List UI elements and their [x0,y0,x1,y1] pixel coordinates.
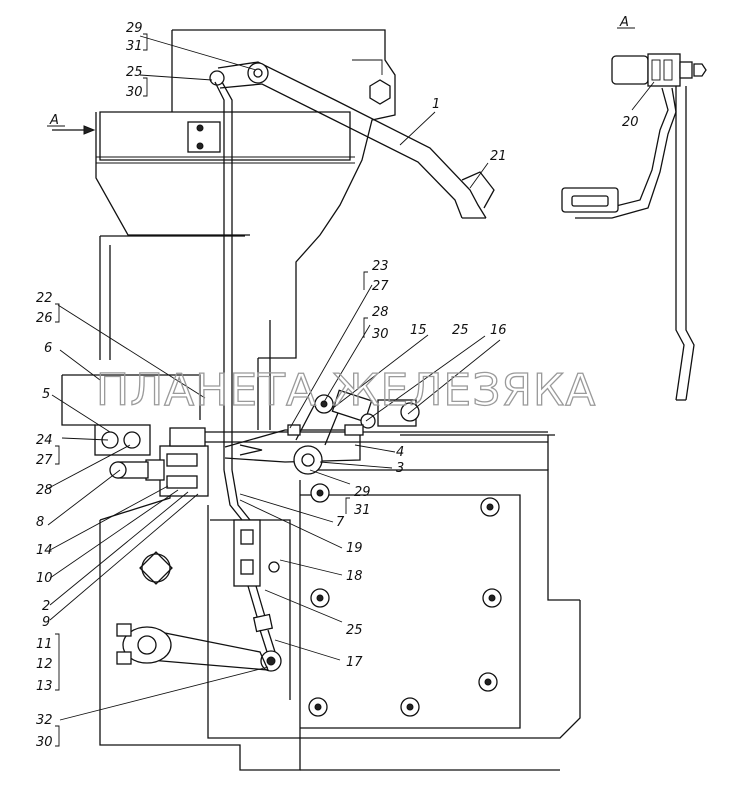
leader-lines [44,35,655,721]
callout-13: 13 [36,679,53,694]
lower-lever [116,623,270,671]
callout-16: 16 [490,323,507,338]
callout-31-mid: 31 [354,503,371,518]
callout-18: 18 [346,569,363,584]
square-plug [139,551,173,585]
callout-26: 26 [36,311,53,326]
view-arrow [52,125,96,135]
callout-25-low: 25 [346,623,363,638]
callout-32: 32 [36,713,53,728]
callout-14: 14 [36,543,53,558]
callout-6: 6 [44,341,52,356]
callout-30-mid: 30 [372,327,389,342]
callout-31-top: 31 [126,39,143,54]
pedal-lever [209,61,495,219]
vertical-rod [214,81,251,521]
callout-2: 2 [42,599,50,614]
callout-8: 8 [36,515,44,530]
callout-25-mid: 25 [452,323,469,338]
callout-22: 22 [36,291,53,306]
callout-1: 1 [432,97,440,112]
callout-3: 3 [396,461,404,476]
engine-housing [95,29,396,360]
callout-4: 4 [396,445,404,460]
view-a-detail [561,53,707,401]
callout-29-mid: 29 [354,485,371,500]
callout-19: 19 [346,541,363,556]
turnbuckle [233,519,282,672]
callout-10: 10 [36,571,53,586]
callout-29-top: 29 [126,21,143,36]
callout-5: 5 [42,387,50,402]
callout-labels: А А 29 31 25 30 1 21 20 23 27 22 26 28 3… [36,15,639,750]
callout-9: 9 [42,615,50,630]
lower-housing [61,374,581,771]
callout-25-top: 25 [126,65,143,80]
callout-24: 24 [36,433,53,448]
callout-20: 20 [622,115,639,130]
callout-7: 7 [336,515,345,530]
callout-12: 12 [36,657,53,672]
callout-17: 17 [346,655,363,670]
plate-nuts [268,483,502,717]
valve-assembly [94,424,209,497]
callout-28-top: 28 [372,305,389,320]
callout-30-top: 30 [126,85,143,100]
callout-30-bottom: 30 [36,735,53,750]
view-marker-right: А [619,15,629,30]
callout-27-a: 27 [372,279,389,294]
callout-23: 23 [372,259,389,274]
view-marker-left: А [49,113,59,128]
callout-27-b: 27 [36,453,53,468]
callout-21: 21 [490,149,507,164]
bolt-head [369,79,391,105]
callout-11: 11 [36,637,53,652]
watermark: ПЛАНЕТА ЖЕЛЕЗЯКА [96,365,596,416]
callout-15: 15 [410,323,427,338]
callout-28-left: 28 [36,483,53,498]
